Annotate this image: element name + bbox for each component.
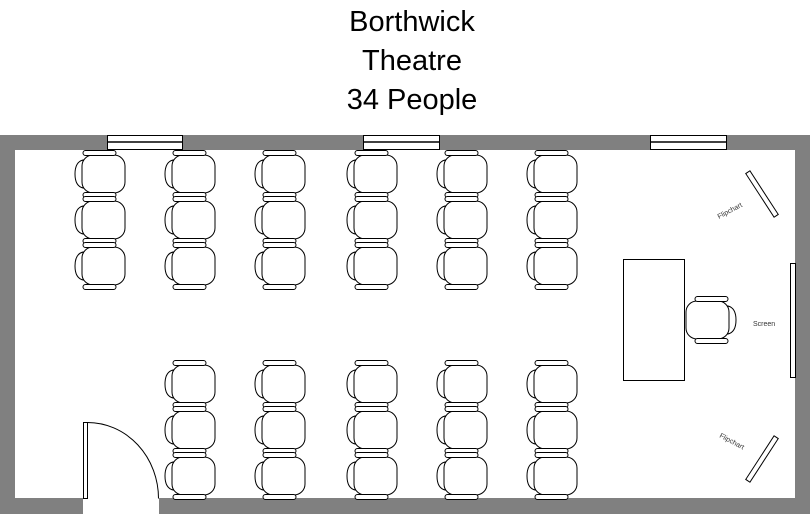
windows (107, 135, 727, 150)
chair (346, 360, 398, 408)
chair (526, 150, 578, 198)
chair (526, 452, 578, 500)
chair (254, 242, 306, 290)
bottom-wall-left (0, 498, 83, 514)
chair (164, 242, 216, 290)
chair (526, 242, 578, 290)
chair (436, 150, 488, 198)
chair (436, 196, 488, 244)
window (107, 135, 183, 150)
audience-seating (74, 150, 578, 500)
chair (685, 296, 737, 344)
chair (164, 452, 216, 500)
walls (0, 135, 810, 514)
chair (346, 150, 398, 198)
screen-label: Screen (753, 321, 775, 328)
left-wall (0, 135, 15, 514)
chair (346, 452, 398, 500)
flipchart-bottom: Flipchart (718, 433, 779, 483)
door-swing-arc (87, 422, 159, 499)
chair (436, 360, 488, 408)
bottom-wall-right (159, 498, 810, 514)
chair (254, 452, 306, 500)
chair (74, 242, 126, 290)
flipchart-bottom-label: Flipchart (718, 433, 745, 452)
capacity: 34 People (346, 84, 478, 116)
chair (436, 406, 488, 454)
window (363, 135, 440, 150)
chair (436, 242, 488, 290)
chair (74, 196, 126, 244)
chair (164, 150, 216, 198)
chair (74, 150, 126, 198)
chair (164, 196, 216, 244)
door (83, 422, 159, 499)
presenter-table (623, 259, 685, 381)
chair (164, 360, 216, 408)
layout-name: Theatre (362, 45, 462, 77)
right-wall (795, 135, 810, 514)
presenter-chair (685, 296, 737, 344)
chair (346, 196, 398, 244)
chair (526, 360, 578, 408)
flipchart-top: Flipchart (717, 170, 779, 221)
chair (254, 150, 306, 198)
chair (526, 196, 578, 244)
projection-screen (790, 263, 796, 378)
chair (436, 452, 488, 500)
flipchart-top-label: Flipchart (717, 202, 744, 221)
chair (254, 406, 306, 454)
window (650, 135, 727, 150)
chair (346, 406, 398, 454)
room-name: Borthwick (349, 6, 475, 38)
chair (164, 406, 216, 454)
door-leaf (83, 422, 88, 499)
chair (254, 196, 306, 244)
chair (346, 242, 398, 290)
chair (526, 406, 578, 454)
chair (254, 360, 306, 408)
